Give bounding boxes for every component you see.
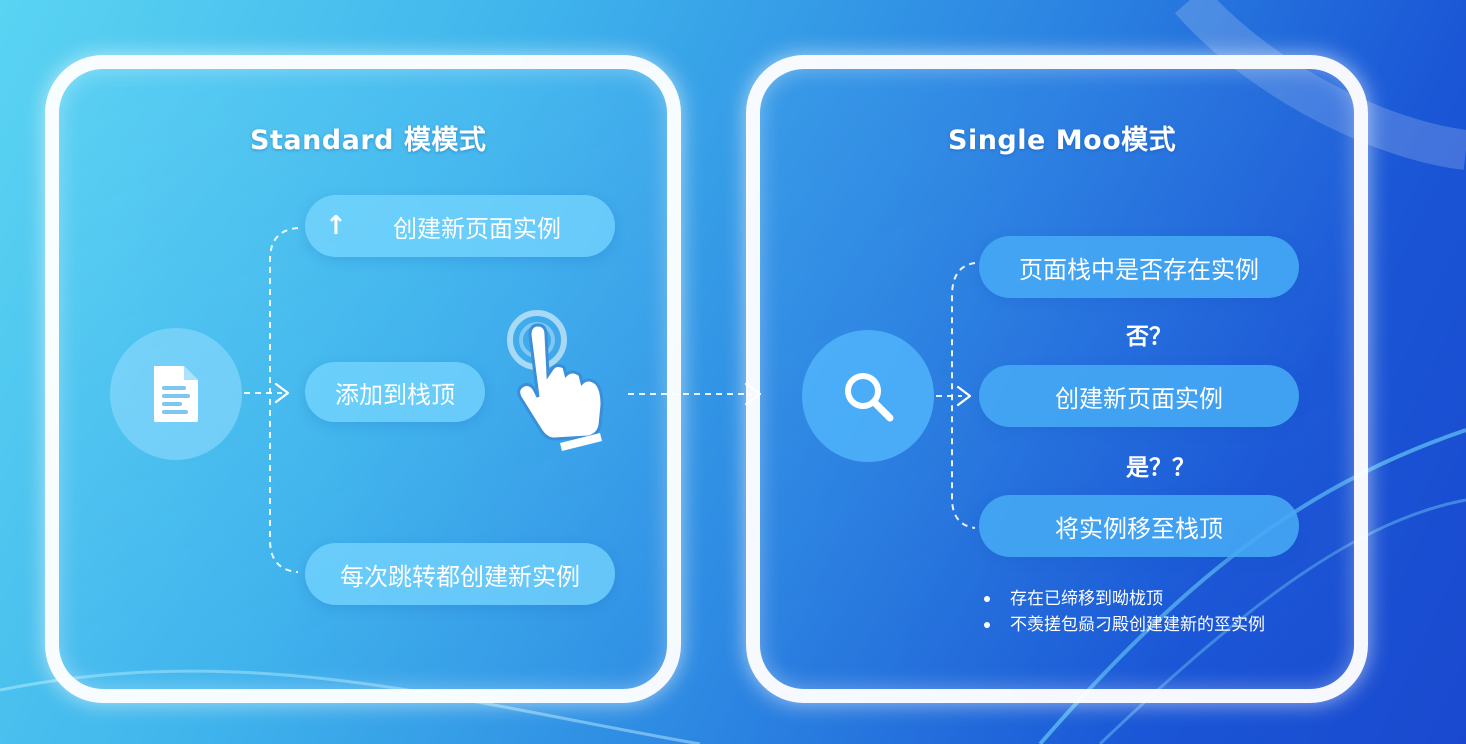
- bullet-icon: [984, 596, 990, 602]
- each-jump-pill: 每次跳转都创建新实例: [305, 543, 615, 605]
- pointing-hand-icon: [507, 310, 604, 451]
- up-arrow-icon: ↑: [325, 211, 347, 241]
- create-page-pill-left: ↑ 创建新页面实例: [305, 195, 615, 257]
- no-label: 否？: [1126, 324, 1172, 350]
- add-to-top-label: 添加到栈顶: [335, 380, 455, 409]
- add-to-top-pill: 添加到栈顶: [305, 362, 485, 422]
- search-icon: [845, 373, 894, 422]
- note-item: 存在已缔移到呦栊顶: [984, 584, 1163, 609]
- bullet-icon: [984, 622, 990, 628]
- create-page-label: 创建新页面实例: [393, 214, 561, 243]
- arrow-head: [956, 385, 972, 407]
- note-text: 存在已缔移到呦栊顶: [1010, 589, 1163, 609]
- note-item: 不羡搓包赑刁殿创建建新的巠实例: [984, 610, 1265, 635]
- check-stack-pill: 页面栈中是否存在实例: [979, 236, 1299, 298]
- standard-mode-title: Standard 模模式: [250, 125, 487, 156]
- move-to-top-pill: 将实例移至栈顶: [979, 495, 1299, 557]
- create-page-label-right: 创建新页面实例: [1055, 384, 1223, 413]
- move-to-top-label: 将实例移至栈顶: [1055, 514, 1223, 543]
- document-icon: [154, 366, 198, 422]
- yes-label: 是？？: [1126, 455, 1195, 481]
- note-text: 不羡搓包赑刁殿创建建新的巠实例: [1010, 615, 1265, 635]
- document-circle: [110, 328, 242, 460]
- search-circle: [802, 330, 934, 462]
- check-stack-label: 页面栈中是否存在实例: [1019, 255, 1259, 284]
- arrow-head: [274, 382, 290, 404]
- create-page-pill-right: 创建新页面实例: [979, 365, 1299, 427]
- arrow-head: [744, 382, 762, 406]
- single-mode-title: Single Moo模式: [948, 125, 1177, 156]
- each-jump-label: 每次跳转都创建新实例: [340, 562, 580, 591]
